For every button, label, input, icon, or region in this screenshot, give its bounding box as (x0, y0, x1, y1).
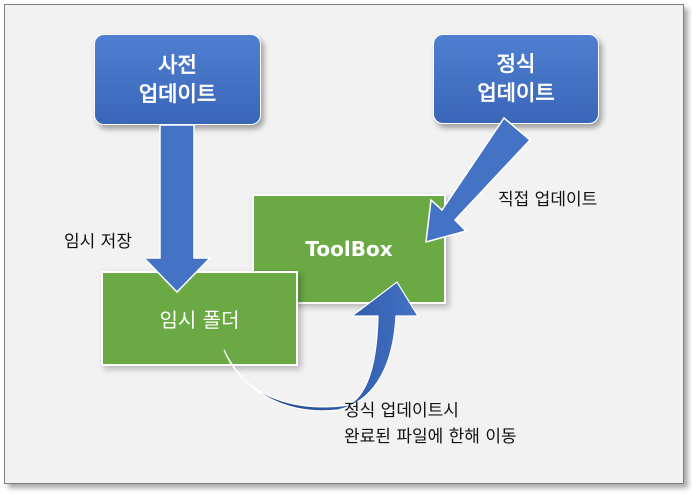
temp-folder-node: 임시 폴더 (101, 271, 298, 366)
move-label-line1: 정식 업데이트시 (344, 401, 459, 421)
toolbox-label: ToolBox (305, 237, 393, 261)
temp-save-arrow (142, 124, 212, 294)
pre-update-line1: 사전 (158, 52, 197, 77)
official-update-line2: 업데이트 (477, 81, 555, 105)
move-curve-arrow (223, 281, 420, 412)
temp-folder-label: 임시 폴더 (159, 308, 240, 332)
direct-update-label: 직접 업데이트 (498, 190, 598, 210)
official-update-node: 정식 업데이트 (433, 34, 599, 124)
temp-save-label: 임시 저장 (64, 232, 132, 252)
move-label-line2: 완료된 파일에 한해 이동 (344, 427, 517, 447)
pre-update-line2: 업데이트 (138, 81, 217, 106)
direct-update-arrow (425, 116, 532, 244)
official-update-line1: 정식 (496, 52, 536, 76)
